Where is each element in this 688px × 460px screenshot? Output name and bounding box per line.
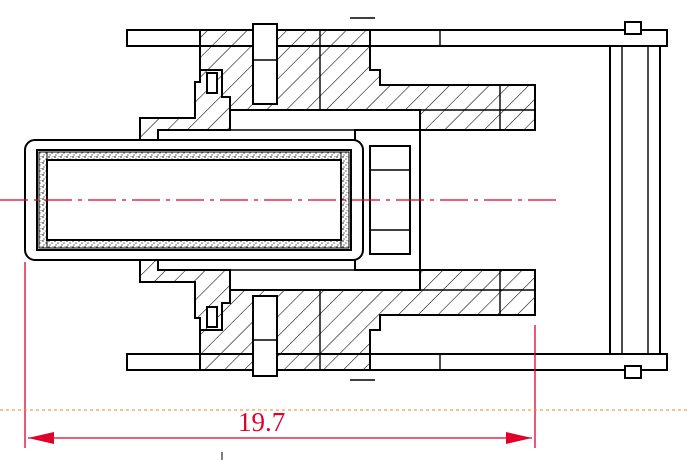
bolt-bottom [252,295,278,377]
dimension-19-7[interactable]: 19.7 [28,407,532,444]
bolt-top [252,23,278,105]
dimension-value: 19.7 [238,407,285,437]
right-end-cap [609,45,661,355]
dimension-arrow-left [28,432,54,444]
stepped-collar-top [139,69,231,141]
stepped-collar-bottom [139,259,231,331]
dimension-arrow-right [506,432,532,444]
